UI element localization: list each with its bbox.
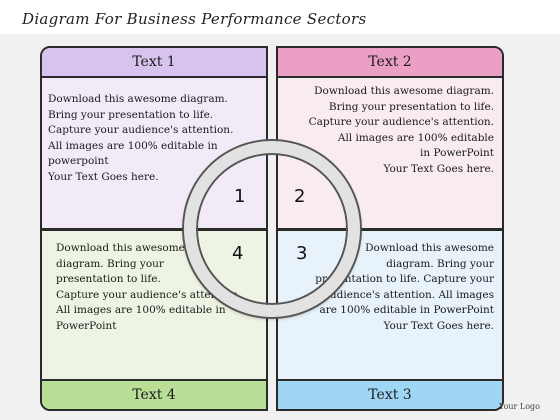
text-line: Bring your presentation to life. bbox=[328, 100, 494, 113]
sector-text-4: Download this awesome diagram. Bring you… bbox=[56, 241, 246, 334]
text-line: Capture your audience's attention. bbox=[56, 288, 242, 301]
text-line: Your Text Goes here. bbox=[48, 170, 159, 183]
text-line: PowerPoint bbox=[56, 319, 117, 332]
sector-heading-1: Text 1 bbox=[42, 48, 266, 78]
sector-text-3: Download this awesome diagram. Bring you… bbox=[294, 241, 494, 334]
logo-text: Your Logo bbox=[499, 402, 540, 411]
sector-number-2: 2 bbox=[294, 186, 306, 207]
sector-number-3: 3 bbox=[296, 243, 308, 264]
sector-number-4: 4 bbox=[232, 243, 244, 264]
text-line: Download this awesome bbox=[56, 242, 185, 254]
text-line: Download this awesome diagram. bbox=[314, 85, 494, 97]
sector-panel-1: Text 1 Download this awesome diagram. Br… bbox=[40, 46, 268, 230]
sector-heading-2: Text 2 bbox=[278, 48, 502, 78]
text-line: Capture your audience's attention. bbox=[308, 116, 494, 128]
text-line: All images are 100% editable in bbox=[48, 139, 218, 152]
text-line: Your Text Goes here. bbox=[383, 162, 494, 175]
text-line: presentation to life. bbox=[56, 273, 161, 285]
text-line: Your Text Goes here. bbox=[383, 319, 494, 332]
text-line: diagram. Bring your bbox=[56, 257, 164, 270]
text-line: Capture your audience's attention. bbox=[48, 124, 234, 136]
center-ring bbox=[184, 141, 360, 317]
text-line: Download this awesome bbox=[365, 242, 494, 254]
text-line: powerpoint bbox=[48, 155, 109, 167]
text-line: All images are 100% editable bbox=[337, 131, 494, 144]
text-line: Bring your presentation to life. bbox=[48, 108, 214, 121]
text-line: presentation to life. Capture your bbox=[315, 273, 494, 285]
sector-text-1: Download this awesome diagram. Bring you… bbox=[48, 92, 248, 185]
diagram-title: Diagram For Business Performance Sectors bbox=[22, 10, 367, 28]
text-line: diagram. Bring your bbox=[386, 257, 494, 270]
sector-heading-3: Text 3 bbox=[278, 379, 502, 409]
text-line: are 100% editable in PowerPoint bbox=[319, 304, 494, 316]
sector-heading-4: Text 4 bbox=[42, 379, 266, 409]
sector-panel-4: Download this awesome diagram. Bring you… bbox=[40, 229, 268, 411]
text-line: audience's attention. All images bbox=[323, 288, 494, 301]
sector-text-2: Download this awesome diagram. Bring you… bbox=[284, 84, 494, 177]
text-line: All images are 100% editable in bbox=[56, 304, 226, 316]
text-line: in PowerPoint bbox=[420, 147, 494, 159]
text-line: Download this awesome diagram. bbox=[48, 93, 228, 105]
sector-number-1: 1 bbox=[234, 186, 246, 207]
